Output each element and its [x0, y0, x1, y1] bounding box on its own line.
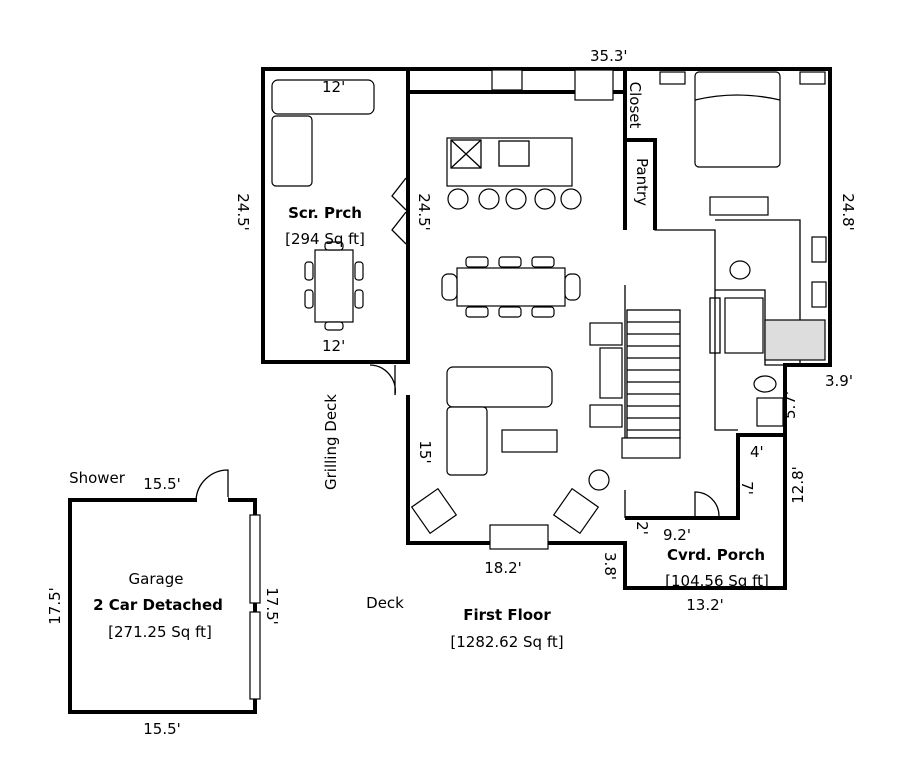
garage-area: [271.25 Sq ft] [108, 623, 212, 641]
scr-porch-dim-bottom: 12' [322, 337, 345, 355]
grilling-deck-label: Grilling Deck [322, 394, 340, 490]
garage-dim-top: 15.5' [143, 475, 181, 493]
living-room [410, 322, 623, 550]
scr-porch-title: Scr. Prch [288, 204, 362, 222]
porch-dim-bottom: 13.2' [686, 596, 724, 614]
porch-dim-width: 9.2' [663, 526, 691, 544]
scr-porch-area: [294 Sq ft] [285, 230, 365, 248]
porch-dim-inner-side: 7' [738, 481, 756, 495]
garage [68, 469, 261, 714]
dim-inner-left: 24.5' [415, 193, 433, 231]
porch-dim-inner: 4' [750, 443, 764, 461]
pantry-label: Pantry [633, 158, 651, 206]
dim-right: 24.8' [839, 193, 857, 231]
garage-dim-right: 17.5' [263, 587, 281, 625]
bedroom-bath [659, 71, 827, 427]
porch-title: Cvrd. Porch [667, 546, 765, 564]
main-house-walls [369, 67, 832, 590]
deck-label: Deck [366, 594, 404, 612]
scr-porch-dim-left: 24.5' [234, 193, 252, 231]
closet-label: Closet [626, 82, 644, 129]
porch-area: [104.56 Sq ft] [665, 572, 769, 590]
garage-dim-bottom: 15.5' [143, 720, 181, 738]
dim-bath: 5.7' [781, 391, 799, 419]
porch-dim-small: 2' [633, 521, 651, 535]
garage-dim-left: 17.5' [46, 587, 64, 625]
dim-notch: 3.9' [825, 372, 853, 390]
garage-label: Garage [129, 570, 184, 588]
scr-porch-dim-top: 12' [322, 78, 345, 96]
dim-step: 3.8' [601, 552, 619, 580]
first-floor-area: [1282.62 Sq ft] [450, 633, 563, 651]
dim-top: 35.3' [590, 47, 628, 65]
bar-stools [447, 188, 582, 210]
porch-dim-right: 12.8' [789, 466, 807, 504]
first-floor-title: First Floor [463, 606, 551, 624]
shower-label: Shower [69, 469, 126, 487]
screened-porch [261, 67, 410, 364]
dim-living-left: 15' [416, 440, 434, 463]
staircase [621, 309, 681, 459]
garage-title: 2 Car Detached [93, 596, 223, 614]
kitchen [441, 69, 614, 318]
dim-bottom: 18.2' [484, 559, 522, 577]
